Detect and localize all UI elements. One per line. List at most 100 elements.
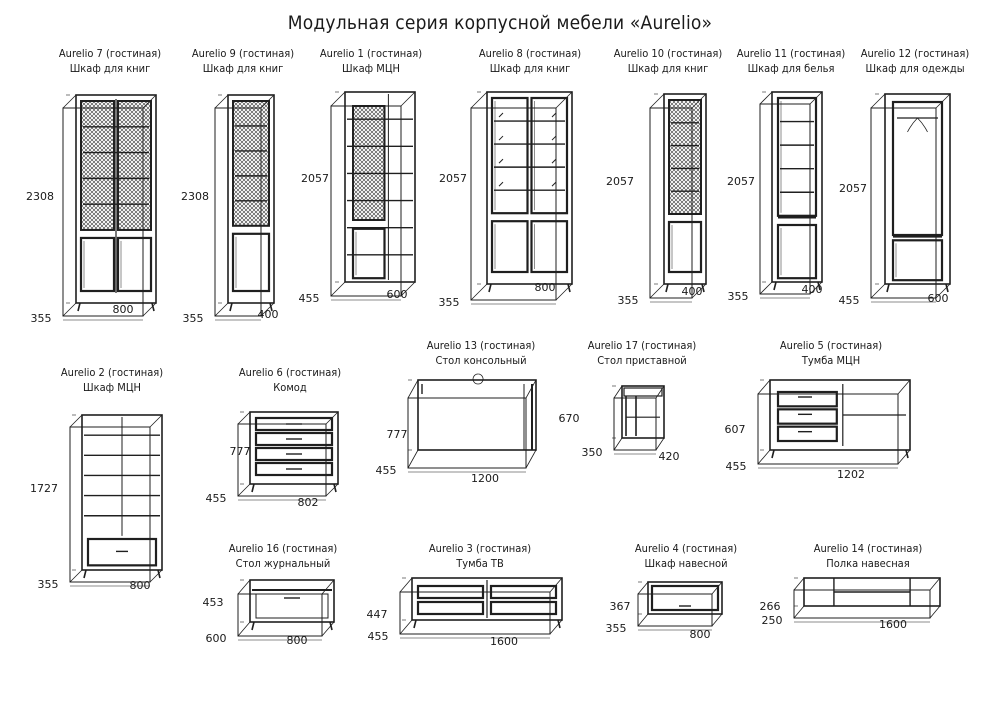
width-label: 1600 [879, 618, 907, 631]
item-type: Шкаф МЦН [83, 381, 141, 394]
item-type: Полка навесная [826, 557, 910, 570]
item-type: Стол приставной [597, 354, 687, 367]
item-name: Aurelio 9 (гостиная) [191, 47, 295, 60]
width-label: 600 [928, 292, 949, 305]
drawing-7: 2057 455 600 [839, 93, 951, 307]
drawing-1: 2308 355 800 [26, 94, 157, 325]
item-caption: Aurelio 13 (гостиная)Стол консольный [406, 338, 556, 368]
height-label: 2057 [839, 182, 867, 195]
item-type: Стол журнальный [235, 557, 331, 570]
item-type: Тумба ТВ [456, 557, 504, 570]
item-caption: Aurelio 11 (гостиная) Шкаф для белья [716, 46, 866, 76]
item-name: Aurelio 7 (гостиная) [58, 47, 162, 60]
drawing-4: 2057 355 800 [439, 91, 573, 309]
item-name: Aurelio 14 (гостиная) [813, 542, 923, 555]
item-type: Шкаф для белья [747, 62, 835, 75]
height-label: 670 [559, 412, 580, 425]
item-caption: Aurelio 10 (гостиная)Шкаф для книг [593, 46, 743, 76]
height-label: 453 [203, 596, 224, 609]
width-label: 400 [802, 283, 823, 296]
depth-label: 600 [206, 632, 227, 645]
depth-label: 355 [728, 290, 749, 303]
depth-label: 455 [726, 460, 747, 473]
height-label: 1727 [30, 482, 58, 495]
width-label: 800 [535, 281, 556, 294]
item-name: Aurelio 1 (гостиная) [319, 47, 423, 60]
height-label: 367 [610, 600, 631, 613]
depth-label: 455 [839, 294, 860, 307]
width-label: 1200 [471, 472, 499, 485]
drawing-10: 777 455 1200 [376, 373, 537, 485]
depth-label: 355 [606, 622, 627, 635]
drawing-3: 2057 455 600 [299, 91, 416, 305]
width-label: 800 [130, 579, 151, 592]
depth-label: 250 [762, 614, 783, 627]
item-caption: Aurelio 7 (гостиная) Шкаф для книг [35, 46, 185, 76]
item-caption: Aurelio 9 (гостиная)Шкаф для книг [168, 46, 318, 76]
item-caption: Aurelio 5 (гостиная) Тумба МЦН [756, 338, 906, 368]
depth-label: 455 [368, 630, 389, 643]
depth-label: 455 [299, 292, 320, 305]
depth-label: 355 [618, 294, 639, 307]
drawing-15: 367 355 800 [606, 581, 723, 641]
width-label: 400 [258, 308, 279, 321]
item-caption: Aurelio 17 (гостиная) Стол приставной [567, 338, 717, 368]
height-label: 777 [230, 445, 251, 458]
item-name: Aurelio 16 (гостиная) [228, 542, 338, 555]
item-name: Aurelio 12 (гостиная) [860, 47, 970, 60]
item-type: Шкаф для одежды [865, 62, 965, 75]
width-label: 800 [113, 303, 134, 316]
depth-label: 455 [376, 464, 397, 477]
width-label: 1600 [490, 635, 518, 648]
item-name: Aurelio 11 (гостиная) [736, 47, 846, 60]
height-label: 2057 [439, 172, 467, 185]
item-type: Стол консольный [435, 354, 527, 367]
drawing-12: 607 455 1202 [725, 379, 911, 481]
item-type: Тумба МЦН [801, 354, 861, 367]
item-caption: Aurelio 6 (гостиная) Комод [215, 365, 365, 395]
item-type: Шкаф для книг [489, 62, 571, 75]
width-label: 1202 [837, 468, 865, 481]
item-name: Aurelio 5 (гостиная) [779, 339, 883, 352]
item-name: Aurelio 2 (гостиная) [60, 366, 164, 379]
height-label: 607 [725, 423, 746, 436]
item-caption: Aurelio 1 (гостиная) Шкаф МЦН [296, 46, 446, 76]
item-name: Aurelio 10 (гостиная) [613, 47, 723, 60]
item-caption: Aurelio 14 (гостиная) Полка навесная [793, 541, 943, 571]
height-label: 447 [367, 608, 388, 621]
depth-label: 355 [38, 578, 59, 591]
height-label: 777 [387, 428, 408, 441]
item-type: Шкаф МЦН [342, 62, 400, 75]
height-label: 266 [760, 600, 781, 613]
width-label: 400 [682, 285, 703, 298]
item-type: Комод [273, 381, 307, 394]
item-caption: Aurelio 4 (гостиная)Шкаф навесной [611, 541, 761, 571]
item-caption: Aurelio 8 (гостиная)Шкаф для книг [455, 46, 605, 76]
item-type: Шкаф навесной [644, 557, 728, 570]
height-label: 2057 [606, 175, 634, 188]
page-title: Модульная серия корпусной мебели «Aureli… [287, 12, 713, 34]
item-name: Aurelio 6 (гостиная) [238, 366, 342, 379]
drawing-2: 2308 355 400 [181, 94, 279, 325]
width-label: 420 [659, 450, 680, 463]
item-caption: Aurelio 16 (гостиная) Стол журнальный [208, 541, 358, 571]
drawing-5: 2057 355 400 [606, 93, 707, 307]
width-label: 600 [387, 288, 408, 301]
drawing-8: 1727 355 800 [30, 414, 163, 592]
width-label: 802 [298, 496, 319, 509]
item-caption: Aurelio 2 (гостиная) Шкаф МЦН [37, 365, 187, 395]
height-label: 2308 [26, 190, 54, 203]
width-label: 800 [690, 628, 711, 641]
depth-label: 355 [31, 312, 52, 325]
depth-label: 355 [439, 296, 460, 309]
height-label: 2057 [301, 172, 329, 185]
height-label: 2308 [181, 190, 209, 203]
item-type: Шкаф для книг [69, 62, 151, 75]
depth-label: 355 [183, 312, 204, 325]
item-name: Aurelio 17 (гостиная) [587, 339, 697, 352]
